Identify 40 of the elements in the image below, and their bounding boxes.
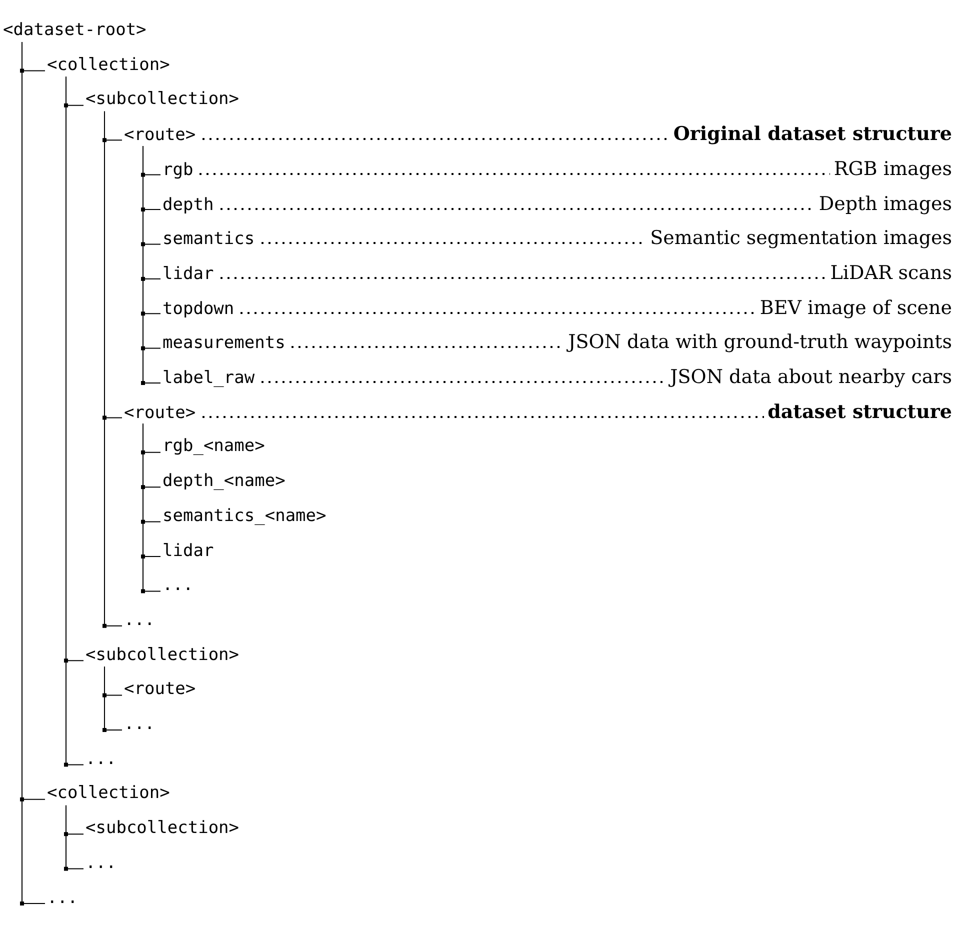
folder-name: <route> [124, 402, 196, 425]
folder-name: ... [86, 852, 116, 875]
folder-name: depth [162, 194, 214, 216]
description-text: JSON data about nearby cars [670, 365, 952, 389]
folder-name: <collection> [47, 782, 170, 806]
folder-name: measurements [162, 332, 286, 356]
folder-name: semantics_<name> [162, 504, 326, 528]
description-text: Original dataset structure [673, 122, 952, 146]
tree-connector [142, 423, 161, 592]
description-text: Depth images [818, 192, 952, 216]
description-text: LiDAR scans [830, 260, 952, 285]
folder-name: <subcollection> [86, 817, 240, 840]
description-text: dataset structure [768, 400, 952, 424]
folder-name: topdown [162, 298, 234, 321]
folder-name: lidar [162, 262, 214, 286]
folder-name: rgb [162, 158, 194, 182]
folder-name: <route> [124, 124, 196, 148]
folder-name: ... [124, 608, 155, 632]
folder-name: <subcollection> [86, 88, 240, 112]
folder-name: ... [47, 886, 78, 910]
folder-name: <subcollection> [86, 644, 240, 667]
folder-name: semantics [162, 228, 255, 252]
folder-name: depth_<name> [162, 470, 286, 494]
description-text: RGB images [834, 156, 952, 181]
folder-name: ... [162, 574, 194, 598]
folder-name: <route> [124, 678, 196, 702]
description-text: Semantic segmentation images [650, 226, 952, 250]
folder-name: ... [86, 748, 116, 771]
folder-name: <dataset-root> [3, 19, 146, 42]
folder-name: label_raw [162, 367, 255, 390]
description-text: JSON data with ground-truth waypoints [568, 330, 952, 354]
tree-connector [104, 110, 122, 626]
tree-connector [66, 76, 84, 766]
tree-connector [66, 804, 84, 870]
tree-connector [104, 666, 122, 730]
folder-name: rgb_<name> [162, 435, 265, 458]
folder-name: <collection> [47, 54, 170, 77]
folder-name: lidar [162, 540, 214, 562]
description-text: BEV image of scene [760, 296, 952, 320]
folder-name: ... [124, 713, 155, 736]
